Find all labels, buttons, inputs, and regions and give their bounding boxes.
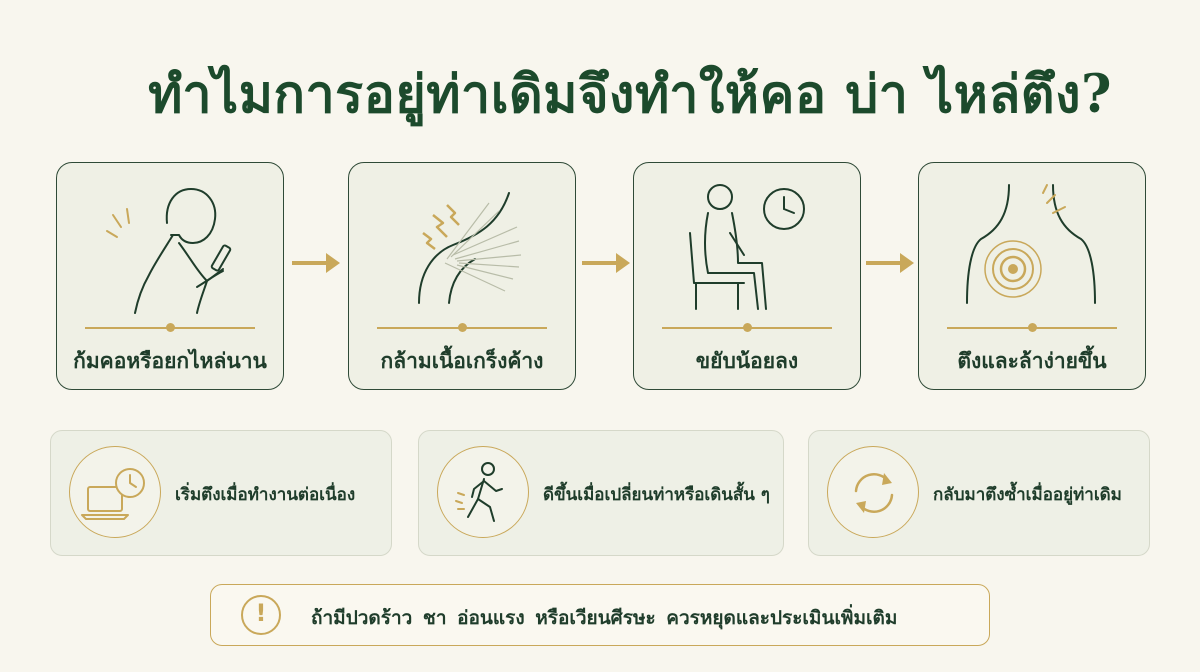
step-label: ก้มคอหรือยกไหล่นาน xyxy=(73,349,267,373)
step-card-1: ก้มคอหรือยกไหล่นาน xyxy=(56,162,284,390)
walking-person-icon xyxy=(455,462,503,522)
fact-icon-circle xyxy=(69,446,161,538)
fact-text: เริ่มตึงเมื่อทำงานต่อเนื่อง xyxy=(175,485,356,505)
sitting-person-clock-icon xyxy=(689,184,805,310)
repeat-cycle-icon xyxy=(854,473,894,513)
person-looking-at-phone-icon xyxy=(106,188,232,314)
step-label: ตึงและล้าง่ายขึ้น xyxy=(957,349,1107,373)
laptop-clock-icon xyxy=(81,468,145,520)
arrow-right-icon xyxy=(582,253,630,273)
step-card-4: ตึงและล้าง่ายขึ้น xyxy=(918,162,1146,390)
shoulder-target-icon xyxy=(966,184,1096,304)
warning-text: ถ้ามีปวดร้าว ชา อ่อนแรง หรือเวียนศีรษะ ค… xyxy=(311,607,898,629)
step-card-2: กล้ามเนื้อเกร็งค้าง xyxy=(348,162,576,390)
warning-banner: ! ถ้ามีปวดร้าว ชา อ่อนแรง หรือเวียนศีรษะ… xyxy=(210,584,990,646)
page-title: ทำไมการอยู่ท่าเดิมจึงทำให้คอ บ่า ไหล่ตึง… xyxy=(148,64,1112,125)
arrow-right-icon xyxy=(292,253,340,273)
fact-text: ดีขึ้นเมื่อเปลี่ยนท่าหรือเดินสั้น ๆ xyxy=(543,485,770,505)
fact-card-2: ดีขึ้นเมื่อเปลี่ยนท่าหรือเดินสั้น ๆ xyxy=(418,430,784,556)
arrow-right-icon xyxy=(866,253,914,273)
step-label: ขยับน้อยลง xyxy=(695,349,799,373)
step-divider-dot xyxy=(457,323,467,332)
tense-shoulder-muscle-icon xyxy=(418,192,522,304)
fact-icon-circle xyxy=(437,446,529,538)
step-divider-dot xyxy=(742,323,752,332)
fact-card-1: เริ่มตึงเมื่อทำงานต่อเนื่อง xyxy=(50,430,392,556)
fact-text: กลับมาตึงซ้ำเมื่ออยู่ท่าเดิม xyxy=(933,485,1122,505)
fact-card-3: กลับมาตึงซ้ำเมื่ออยู่ท่าเดิม xyxy=(808,430,1150,556)
exclamation-icon: ! xyxy=(241,595,281,635)
fact-icon-circle xyxy=(827,446,919,538)
step-label: กล้ามเนื้อเกร็งค้าง xyxy=(380,349,544,373)
step-divider-dot xyxy=(1027,323,1037,332)
step-divider-dot xyxy=(165,323,175,332)
step-card-3: ขยับน้อยลง xyxy=(633,162,861,390)
